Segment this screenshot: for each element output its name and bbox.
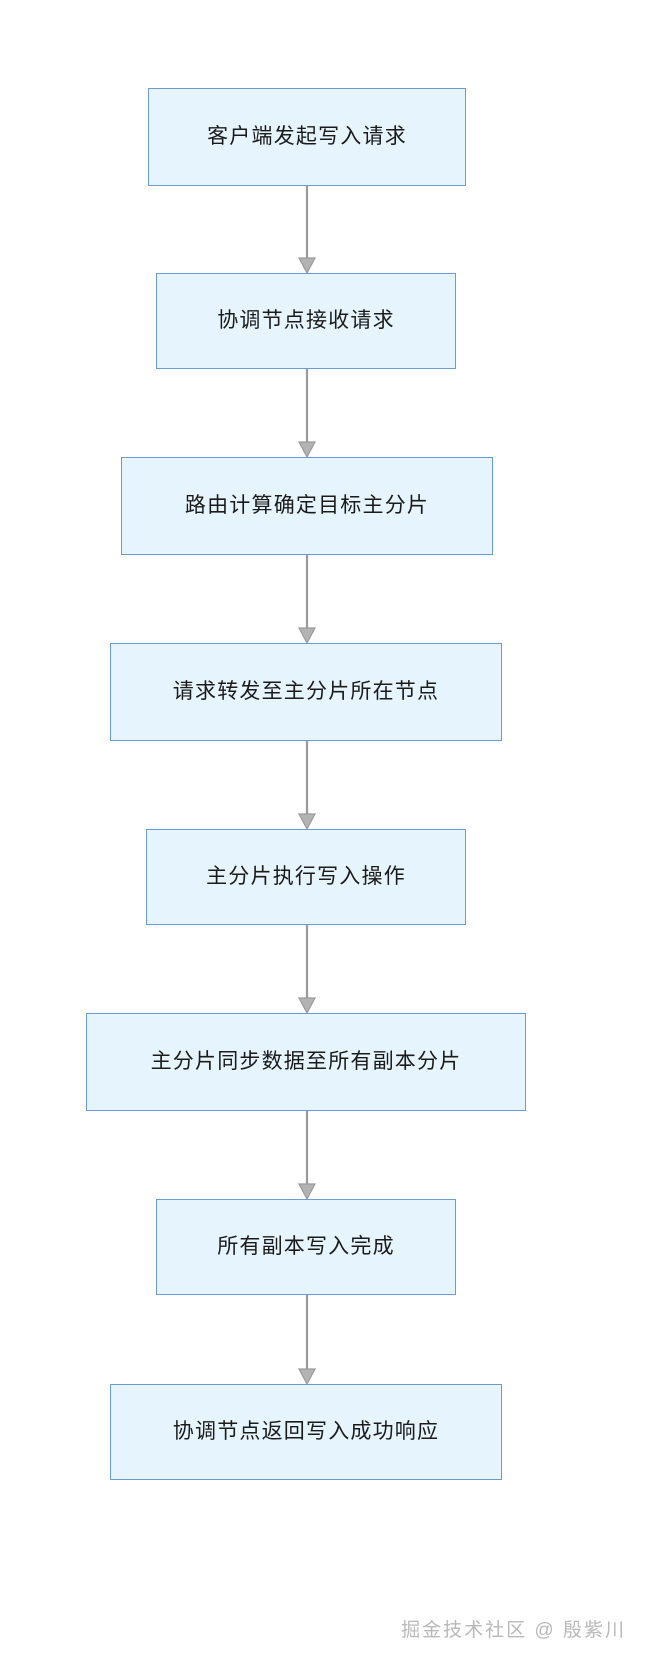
flowchart-node-label: 请求转发至主分片所在节点 (172, 680, 440, 704)
watermark-label: 掘金技术社区 @ 殷紫川 (401, 1620, 626, 1641)
connector-arrow (298, 1111, 316, 1199)
flowchart-node-4[interactable]: 请求转发至主分片所在节点 (110, 643, 502, 741)
connector-arrow (298, 925, 316, 1013)
flowchart-node-1[interactable]: 客户端发起写入请求 (148, 88, 466, 186)
connector-arrow (298, 1295, 316, 1384)
flowchart-node-label: 所有副本写入完成 (217, 1235, 395, 1259)
connector-arrow (298, 555, 316, 643)
flowchart-node-6[interactable]: 主分片同步数据至所有副本分片 (86, 1013, 526, 1111)
flowchart-node-5[interactable]: 主分片执行写入操作 (146, 829, 466, 925)
flowchart-node-label: 客户端发起写入请求 (207, 125, 407, 149)
flowchart-node-label: 协调节点返回写入成功响应 (172, 1420, 440, 1444)
flowchart-node-8[interactable]: 协调节点返回写入成功响应 (110, 1384, 502, 1480)
flowchart-node-label: 主分片执行写入操作 (206, 865, 406, 889)
flowchart-node-7[interactable]: 所有副本写入完成 (156, 1199, 456, 1295)
flowchart-node-2[interactable]: 协调节点接收请求 (156, 273, 456, 369)
connector-arrow (298, 369, 316, 457)
flowchart-node-label: 协调节点接收请求 (217, 309, 395, 333)
connector-arrow (298, 186, 316, 273)
flowchart-node-label: 主分片同步数据至所有副本分片 (150, 1050, 462, 1074)
flowchart-node-3[interactable]: 路由计算确定目标主分片 (121, 457, 493, 555)
flowchart-node-label: 路由计算确定目标主分片 (184, 494, 430, 518)
connector-arrow (298, 741, 316, 829)
